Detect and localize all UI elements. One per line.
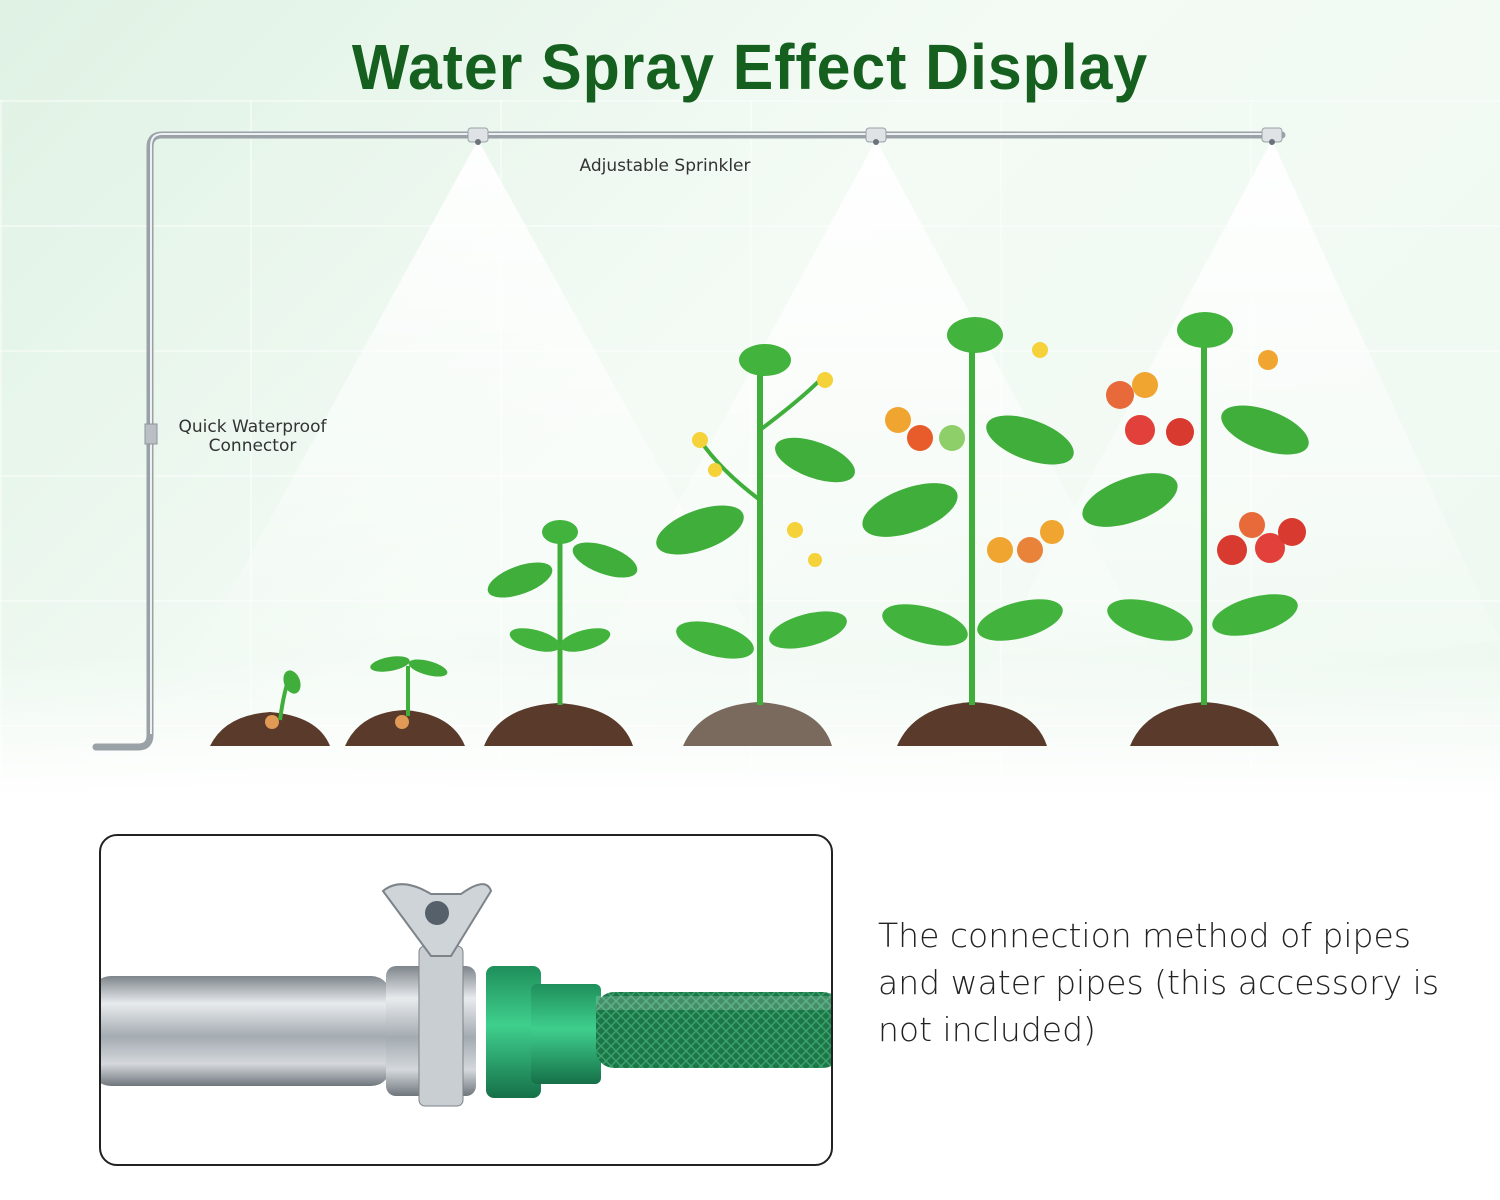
- soil-mound: [683, 702, 832, 746]
- metal-pipe: [101, 976, 391, 1086]
- hose-connection-illustration: [101, 883, 831, 1107]
- hose-clamp-icon: [381, 883, 493, 1107]
- soil-mound: [1130, 702, 1279, 746]
- soil-mound: [897, 702, 1047, 746]
- spray-display-scene: Water Spray Effect Display Adjustable Sp…: [0, 0, 1500, 800]
- spray-cone: [560, 140, 1190, 720]
- green-connector: [486, 966, 541, 1098]
- soil-mound: [210, 712, 330, 746]
- quick-connector-icon: [144, 423, 158, 445]
- tomato-plant-icon: [1082, 312, 1309, 705]
- irrigation-illustration: [92, 127, 1500, 751]
- tomato-plant-icon: [370, 656, 448, 729]
- sprinkler-nozzle-icon: [467, 127, 489, 145]
- page-title: Water Spray Effect Display: [351, 31, 1149, 103]
- tomato-plant-icon: [656, 344, 855, 705]
- tomato-plant-icon: [265, 670, 301, 729]
- soil-mound: [484, 703, 633, 746]
- tomato-plant-icon: [862, 317, 1074, 705]
- connector-label: Quick Waterproof Connector: [178, 417, 327, 456]
- tomato-plant-icon: [487, 520, 638, 705]
- sprinkler-nozzle-icon: [865, 127, 887, 145]
- connection-photo: [99, 834, 833, 1166]
- garden-hose: [596, 992, 831, 1068]
- sprinkler-label: Adjustable Sprinkler: [579, 156, 751, 176]
- connection-caption: The connection method of pipes and water…: [878, 916, 1440, 1049]
- sprinkler-nozzle-icon: [1261, 127, 1283, 145]
